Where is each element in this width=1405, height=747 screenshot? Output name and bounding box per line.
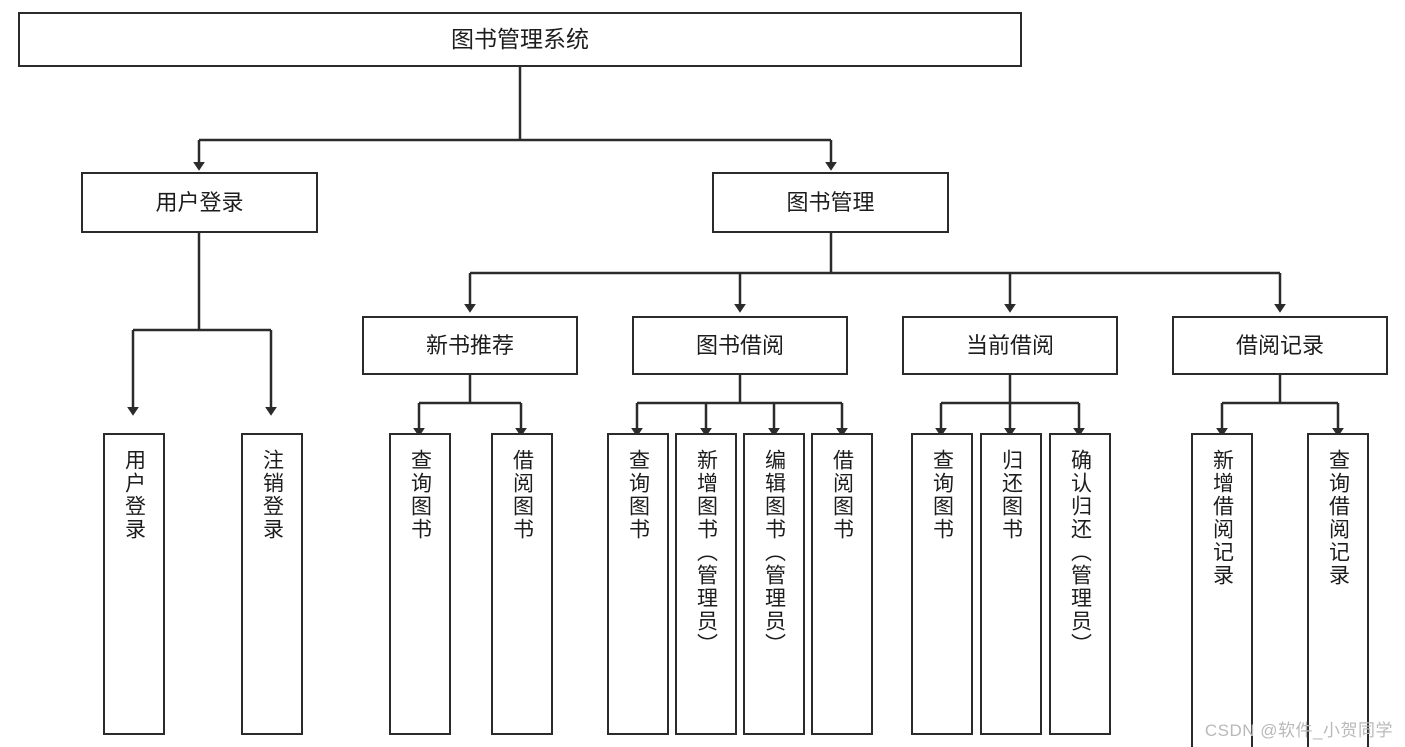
node-label: 查询图书 (408, 449, 432, 541)
leaf-current-borrow-query[interactable]: 查询图书 (911, 433, 973, 735)
leaf-book-borrow-borrow[interactable]: 借阅图书 (811, 433, 873, 735)
leaf-user-login-logout[interactable]: 注销登录 (241, 433, 303, 735)
node-label: 借阅图书 (510, 449, 534, 541)
node-new-book-recommend[interactable]: 新书推荐 (362, 316, 578, 375)
node-root-book-management-system[interactable]: 图书管理系统 (18, 12, 1022, 67)
node-label: 确认归还（管理员） (1068, 449, 1092, 656)
leaf-new-book-query[interactable]: 查询图书 (389, 433, 451, 735)
node-label: 查询图书 (930, 449, 954, 541)
leaf-book-borrow-add[interactable]: 新增图书（管理员） (675, 433, 737, 735)
leaf-book-borrow-edit[interactable]: 编辑图书（管理员） (743, 433, 805, 735)
leaf-new-book-borrow[interactable]: 借阅图书 (491, 433, 553, 735)
node-current-borrow[interactable]: 当前借阅 (902, 316, 1118, 375)
csdn-watermark: CSDN @软件_小贺同学 (1204, 721, 1393, 740)
node-label: 新书推荐 (425, 332, 514, 358)
node-label: 借阅记录 (1235, 332, 1324, 358)
leaf-book-borrow-query[interactable]: 查询图书 (607, 433, 669, 735)
node-label: 查询图书 (626, 449, 650, 541)
leaf-current-borrow-confirm-return[interactable]: 确认归还（管理员） (1049, 433, 1111, 735)
node-label: 新增借阅记录 (1210, 449, 1234, 587)
node-label: 用户登录 (122, 449, 146, 541)
leaf-current-borrow-return[interactable]: 归还图书 (980, 433, 1042, 735)
leaf-user-login-login[interactable]: 用户登录 (103, 433, 165, 735)
node-user-login[interactable]: 用户登录 (81, 172, 318, 233)
node-book-management[interactable]: 图书管理 (712, 172, 949, 233)
node-book-borrow[interactable]: 图书借阅 (632, 316, 848, 375)
leaf-borrow-record-add[interactable]: 新增借阅记录 (1191, 433, 1253, 747)
node-label: 当前借阅 (965, 332, 1054, 358)
node-borrow-record[interactable]: 借阅记录 (1172, 316, 1388, 375)
node-label: 图书管理系统 (451, 26, 589, 53)
leaf-borrow-record-query[interactable]: 查询借阅记录 (1307, 433, 1369, 747)
node-label: 新增图书（管理员） (694, 449, 718, 656)
node-label: 用户登录 (155, 189, 244, 215)
node-label: 图书管理 (786, 189, 875, 215)
node-label: 归还图书 (999, 449, 1023, 541)
node-label: 编辑图书（管理员） (762, 449, 786, 656)
node-label: 查询借阅记录 (1326, 449, 1350, 587)
node-label: 图书借阅 (695, 332, 784, 358)
node-label: 注销登录 (260, 449, 284, 541)
node-label: 借阅图书 (830, 449, 854, 541)
